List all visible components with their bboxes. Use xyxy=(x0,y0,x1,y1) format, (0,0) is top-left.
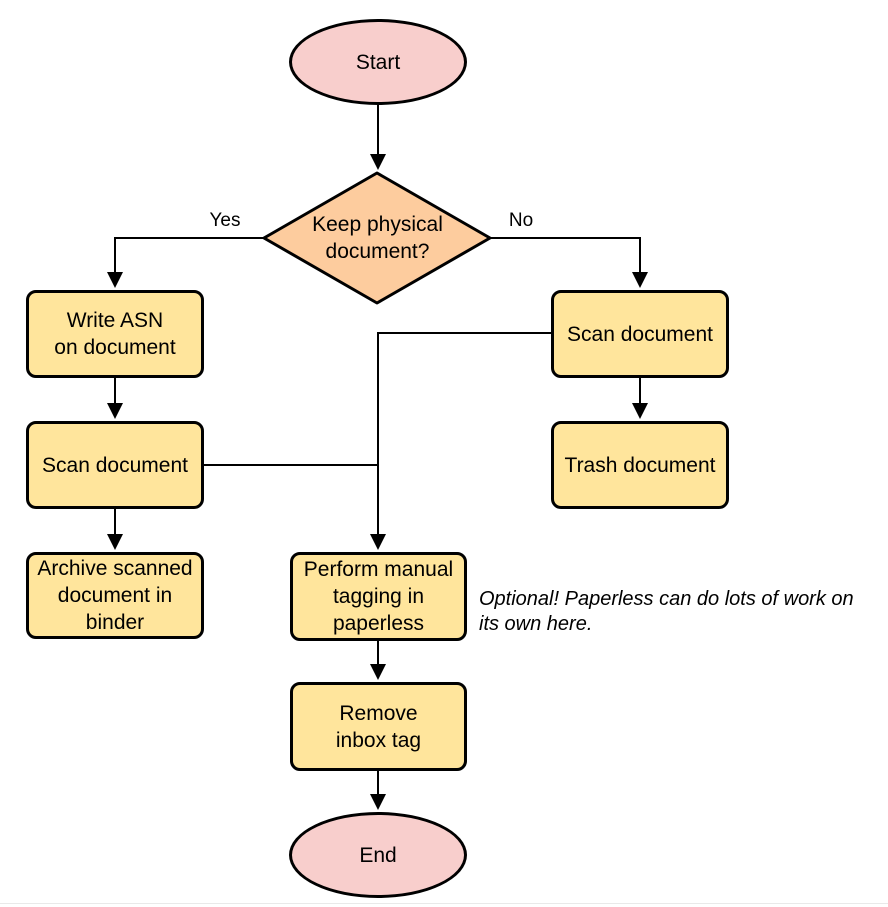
connector-decision-no-to-scan-right xyxy=(490,237,648,288)
annotation-note: Optional! Paperless can do lots of work … xyxy=(479,588,854,635)
node-decision-label: Keep physical document? xyxy=(312,213,443,263)
node-archive-binder: Archive scanned document in binder xyxy=(26,552,204,639)
node-end: End xyxy=(289,812,467,898)
node-scan-document-right: Scan document xyxy=(551,290,729,378)
node-remove-inbox-tag-label: Remove inbox tag xyxy=(335,701,422,752)
decision-diamond-shape xyxy=(262,171,492,305)
node-archive-binder-label: Archive scanned document in binder xyxy=(37,557,193,634)
node-decision: Keep physical document? xyxy=(290,205,465,271)
node-write-asn-label: Write ASN on document xyxy=(54,309,176,359)
bottom-hairline xyxy=(0,903,888,904)
node-start-label: Start xyxy=(355,50,401,74)
node-scan-document-right-label: Scan document xyxy=(567,322,713,346)
connector-decision-yes-to-write-asn xyxy=(107,237,264,288)
node-trash-document: Trash document xyxy=(551,421,729,509)
node-trash-document-label: Trash document xyxy=(564,453,716,477)
node-write-asn: Write ASN on document xyxy=(26,290,204,378)
edge-label-no: No xyxy=(508,210,534,231)
node-scan-document-left: Scan document xyxy=(26,421,204,509)
node-manual-tagging: Perform manual tagging in paperless xyxy=(290,552,467,641)
node-manual-tagging-label: Perform manual tagging in paperless xyxy=(303,558,454,635)
node-remove-inbox-tag: Remove inbox tag xyxy=(290,682,467,771)
node-end-label: End xyxy=(359,843,397,867)
connector-scan-right-to-tagging xyxy=(370,332,551,550)
edge-label-yes: Yes xyxy=(209,210,241,231)
node-start: Start xyxy=(289,19,467,105)
node-scan-document-left-label: Scan document xyxy=(42,453,188,477)
